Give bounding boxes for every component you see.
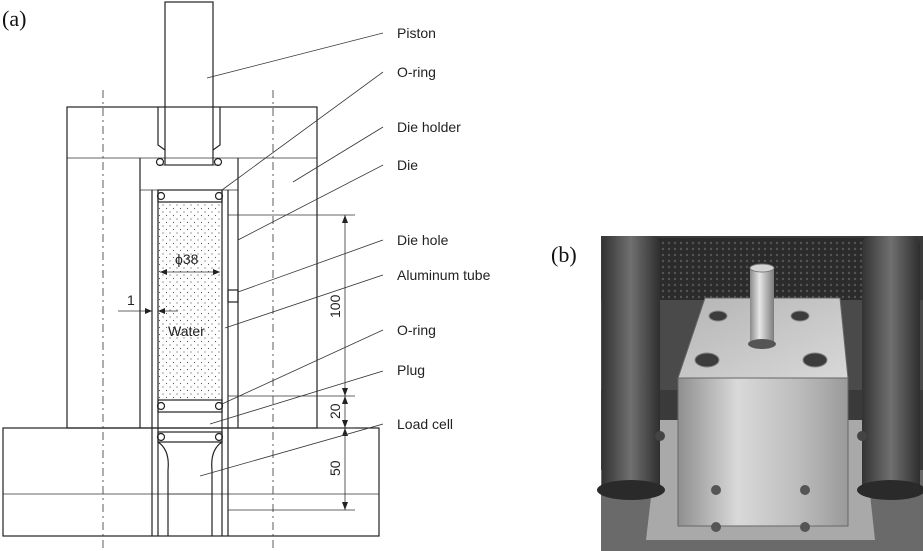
label-die: Die [397,157,418,173]
label-plug: Plug [397,362,425,378]
piston-shape [164,1,214,166]
label-load-cell: Load cell [397,416,453,432]
load-cell-shape [157,441,223,536]
label-water: Water [168,323,205,339]
label-oring-top: O-ring [397,64,436,80]
label-die-hole: Die hole [397,232,449,248]
schematic-drawing [2,1,384,551]
dim-20: 20 [327,403,343,419]
label-oring-bottom: O-ring [397,322,436,338]
base-block [2,427,380,537]
die-holder-shape [66,106,318,429]
label-piston: Piston [397,25,436,41]
panel-label-b: (b) [551,242,577,267]
water-region [157,201,223,401]
label-aluminum-tube: Aluminum tube [397,267,491,283]
panel-label-a: (a) [2,6,26,31]
dim-100: 100 [327,294,343,318]
dim-wall: 1 [127,292,135,308]
dim-50: 50 [327,460,343,476]
apparatus-photo [597,236,923,551]
label-die-holder: Die holder [397,119,461,135]
dim-diameter: ϕ38 [175,251,199,267]
